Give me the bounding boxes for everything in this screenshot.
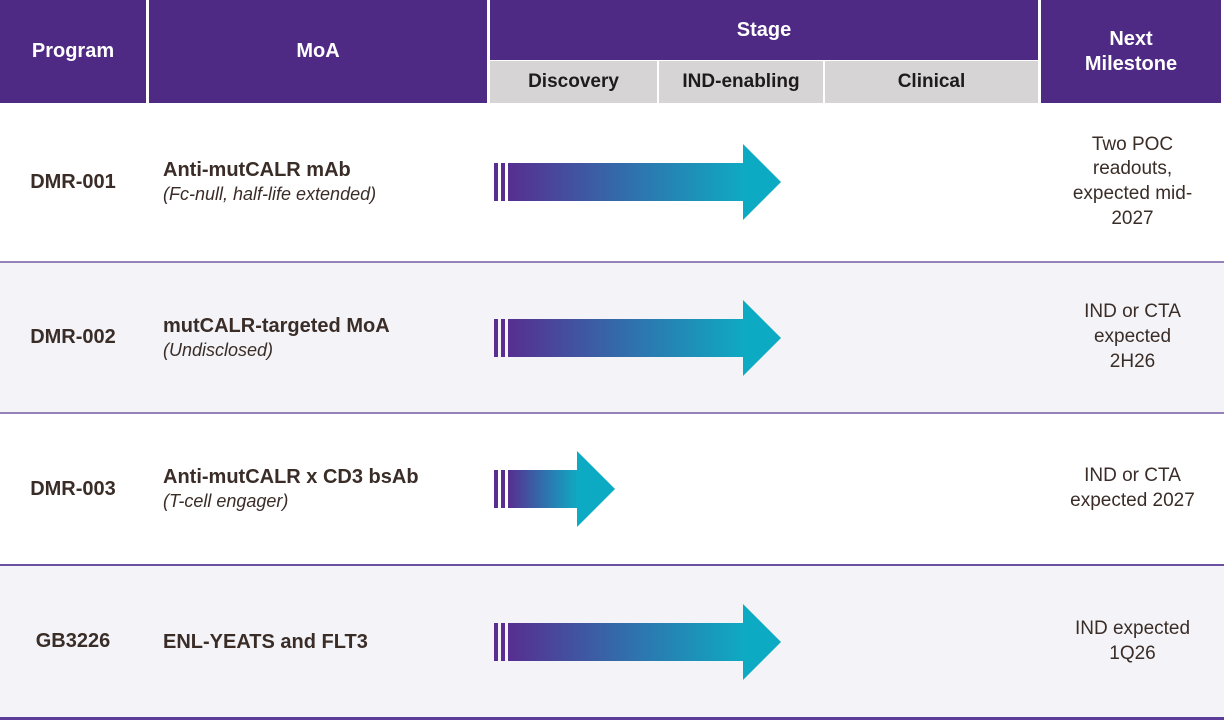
table-row-dmr-002: DMR-002 mutCALR-targeted MoA (Undisclose… bbox=[0, 263, 1224, 412]
stage-cell bbox=[490, 451, 1041, 527]
stage-cell bbox=[490, 603, 1041, 680]
arrow-start-bar bbox=[501, 163, 505, 201]
col-header-program: Program bbox=[0, 0, 146, 103]
row-divider bbox=[0, 564, 1224, 566]
subcol-header-ind-enabling: IND-enabling bbox=[659, 61, 823, 103]
stage-progress-arrow bbox=[494, 299, 781, 376]
subcol-header-discovery: Discovery bbox=[490, 61, 657, 103]
arrow-start-bar bbox=[494, 470, 498, 508]
program-name: DMR-002 bbox=[30, 326, 116, 348]
program-name: DMR-003 bbox=[30, 477, 116, 500]
arrow-body bbox=[508, 622, 743, 661]
arrow-head bbox=[743, 299, 781, 376]
stage-progress-arrow bbox=[494, 451, 615, 527]
moa-name: mutCALR-targeted MoA bbox=[163, 314, 390, 337]
arrow-start-bar bbox=[501, 622, 505, 661]
table-bottom-border bbox=[0, 717, 1224, 720]
next-milestone-text: IND or CTA expected 2H26 bbox=[1084, 301, 1181, 372]
stage-progress-arrow bbox=[494, 603, 781, 680]
next-milestone-text: IND expected 1Q26 bbox=[1074, 617, 1191, 664]
moa-detail: (Undisclosed) bbox=[163, 339, 274, 360]
table-row-dmr-003: DMR-003 Anti-mutCALR x CD3 bsAb (T-cell … bbox=[0, 414, 1224, 564]
moa-detail: (Fc-null, half-life extended) bbox=[163, 184, 377, 205]
program-name: GB3226 bbox=[35, 630, 111, 652]
stage-cell bbox=[490, 299, 1041, 376]
table-header-row: Program MoA Stage Discovery IND-enabling… bbox=[0, 0, 1224, 103]
subcol-header-clinical: Clinical bbox=[825, 61, 1038, 103]
moa-name: Anti-mutCALR mAb bbox=[163, 159, 351, 182]
moa-cell: Anti-mutCALR x CD3 bsAb (T-cell engager) bbox=[146, 464, 490, 513]
col-header-moa: MoA bbox=[149, 0, 487, 103]
arrow-start-bar bbox=[494, 163, 498, 201]
arrow-body bbox=[508, 470, 577, 508]
moa-cell: mutCALR-targeted MoA (Undisclosed) bbox=[146, 313, 490, 362]
arrow-start-bar bbox=[494, 622, 498, 661]
arrow-head bbox=[577, 451, 615, 527]
next-milestone-text: Two POC readouts, expected mid- 2027 bbox=[1072, 133, 1193, 229]
arrow-start-bar bbox=[494, 318, 498, 357]
arrow-start-bar bbox=[501, 470, 505, 508]
table-row-gb3226: GB3226 ENL-YEATS and FLT3 IND expected 1… bbox=[0, 566, 1224, 717]
table-row-dmr-001: DMR-001 Anti-mutCALR mAb (Fc-null, half-… bbox=[0, 103, 1224, 261]
stage-progress-arrow bbox=[494, 144, 781, 220]
arrow-head bbox=[743, 603, 781, 680]
arrow-head bbox=[743, 144, 781, 220]
program-name: DMR-001 bbox=[30, 170, 116, 193]
arrow-body bbox=[508, 163, 743, 201]
moa-cell: Anti-mutCALR mAb (Fc-null, half-life ext… bbox=[146, 157, 490, 206]
stage-cell bbox=[490, 144, 1041, 220]
moa-name: Anti-mutCALR x CD3 bsAb bbox=[163, 466, 419, 489]
moa-cell: ENL-YEATS and FLT3 bbox=[146, 629, 490, 655]
arrow-start-bar bbox=[501, 318, 505, 357]
col-header-stage-group: Stage Discovery IND-enabling Clinical bbox=[490, 0, 1038, 103]
row-divider bbox=[0, 261, 1224, 263]
col-header-stage: Stage bbox=[490, 0, 1038, 60]
moa-detail: (T-cell engager) bbox=[163, 491, 289, 512]
moa-name: ENL-YEATS and FLT3 bbox=[163, 630, 368, 653]
stage-subheader-row: Discovery IND-enabling Clinical bbox=[490, 61, 1038, 103]
row-divider bbox=[0, 412, 1224, 414]
col-header-next-milestone: Next Milestone bbox=[1041, 0, 1221, 103]
next-milestone-text: IND or CTA expected 2027 bbox=[1070, 465, 1195, 511]
arrow-body bbox=[508, 318, 743, 357]
